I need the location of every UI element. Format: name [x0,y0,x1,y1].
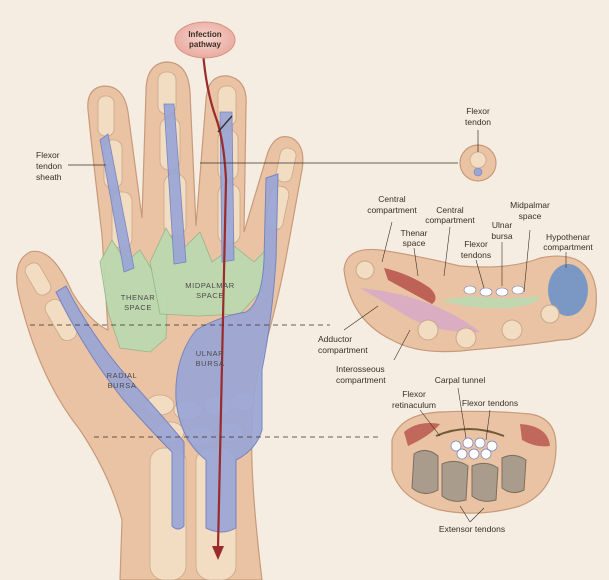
adductor-compartment [360,288,480,333]
hypothenar-line1: Hypothenar [546,232,590,242]
hypothenar-compartment [548,264,588,316]
central-compartment-left-line1: Central [378,194,406,204]
wrist-flexor-tendons-label: Flexor tendons [462,398,518,408]
finger-flexor-tendon-line2: tendon [465,117,491,127]
flexor-retinaculum-line1: Flexor [402,389,426,399]
ulnar-bursa-label-2: BURSA [196,359,225,368]
hand-illustration [16,51,304,580]
carpal-tunnel-label: Carpal tunnel [435,375,486,385]
infection-label-line2: pathway [189,40,222,49]
wrist-ulnar-muscle [520,424,550,447]
interosseous-line2: compartment [336,375,386,385]
infection-pathway-arrow [201,51,233,560]
wrist-radial-muscle [404,423,440,446]
thenar-muscle [384,268,436,304]
radial-bursa-label-1: RADIAL [107,371,138,380]
wrist-label-lines [419,387,491,523]
section-lines [30,162,458,438]
midpalmar-space-label-1: MIDPALMAR [185,281,234,290]
thenar-space-label-2: SPACE [124,303,152,312]
palm-midpalmar-line2: space [519,211,542,221]
palm-flexor-tendons-line1: Flexor [464,239,488,249]
finger-cross-section: Flexor tendon [459,106,497,182]
palm-flexor-tendons-line2: tendons [461,250,491,260]
midpalmar-green [440,296,540,309]
radial-bursa [55,285,185,530]
central-compartment-left-line2: compartment [367,205,417,215]
palm-midpalmar-line1: Midpalmar [510,200,550,210]
palm-thenar-line1: Thenar [401,228,428,238]
palm-label-lines [343,221,567,361]
flexor-retinaculum [435,428,505,437]
palm-flexor-tendons [463,285,525,297]
carpal-bones [411,450,527,502]
infection-pathway-bubble: Infection pathway [174,21,236,59]
thenar-space-label-1: THENAR [121,293,155,302]
palm-cross-section: Central compartment Central compartment … [318,194,597,385]
finger-flexor-tendon-line1: Flexor [466,106,490,116]
ulnar-bursa-label-1: ULNAR [196,349,224,358]
palm-ulnar-bursa-line2: bursa [491,231,513,241]
flexor-retinaculum-line2: retinaculum [392,400,436,410]
wrist-cross-section: Carpal tunnel Flexor retinaculum Flexor … [391,375,557,534]
extensor-tendons-label: Extensor tendons [439,524,505,534]
flexor-tendon-sheath-label: Flexor tendon sheath [36,150,106,182]
infection-label-line1: Infection [188,30,221,39]
flexor-sheath-line1: Flexor [36,150,60,160]
adductor-line1: Adductor [318,334,352,344]
central-compartment-mid-line2: compartment [425,215,475,225]
interosseous-line1: Interosseous [336,364,385,374]
palm-thenar-line2: space [403,238,426,248]
palm-ulnar-bursa-line1: Ulnar [492,220,512,230]
flexor-sheath-line3: sheath [36,172,62,182]
midpalmar-space-label-2: SPACE [196,291,224,300]
radial-bursa-label-2: BURSA [108,381,137,390]
ulnar-bursa [175,173,279,533]
palm-metacarpals [355,260,560,349]
hypothenar-line2: compartment [543,242,593,252]
adductor-line2: compartment [318,345,368,355]
wrist-flexor-tendons [450,437,498,460]
flexor-sheath-line2: tendon [36,161,62,171]
central-compartment-mid-line1: Central [436,205,464,215]
